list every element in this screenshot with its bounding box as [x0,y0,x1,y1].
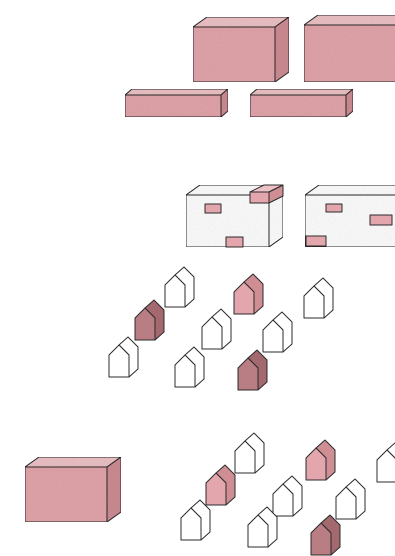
inset-left-3-front [250,192,269,203]
large-block-right [304,15,395,82]
block-and-house-cluster-2 [25,433,395,555]
house-b-1 [235,433,264,473]
slab-left [125,89,228,117]
house-a-6 [263,312,292,352]
slab-right [250,89,353,117]
house-cluster-1 [109,267,333,390]
large-block-left-front [193,27,275,82]
house-a-9 [238,350,267,390]
slab-right-front [250,95,346,117]
lone-block-top [25,457,121,467]
house-a-7 [109,337,138,377]
slab-right-top [250,89,353,95]
slab-left-top [125,89,228,95]
slab-left-front [125,95,221,117]
punched-blocks-row [186,185,395,247]
house-b-5 [273,476,302,516]
inset-right-3 [370,215,392,225]
inset-left-1 [205,204,221,213]
house-b-3-front [377,450,395,482]
lone-block [25,457,121,522]
house-b-9 [311,515,340,555]
inset-left-2 [226,237,243,247]
inset-right-1 [326,204,342,212]
house-a-3 [304,278,333,318]
large-block-row [125,15,395,117]
house-a-5 [202,309,231,349]
house-a-2 [234,274,263,314]
house-a-4 [135,300,164,340]
lone-block-front [25,467,107,522]
punched-block-right-top [305,185,395,195]
large-block-right-front [304,25,395,82]
large-block-right-top [304,15,395,25]
inset-right-2 [306,236,326,246]
house-a-8 [175,347,204,387]
house-b-8 [248,507,277,547]
house-b-2 [306,440,335,480]
large-block-left-side [275,17,289,82]
house-a-1 [165,267,194,307]
large-block-left [193,17,289,82]
house-b-6 [336,479,365,519]
large-block-left-top [193,17,289,27]
lone-block-side [107,457,121,522]
house-b-3 [377,442,395,482]
house-b-7 [181,500,210,540]
house-b-4 [206,465,235,505]
